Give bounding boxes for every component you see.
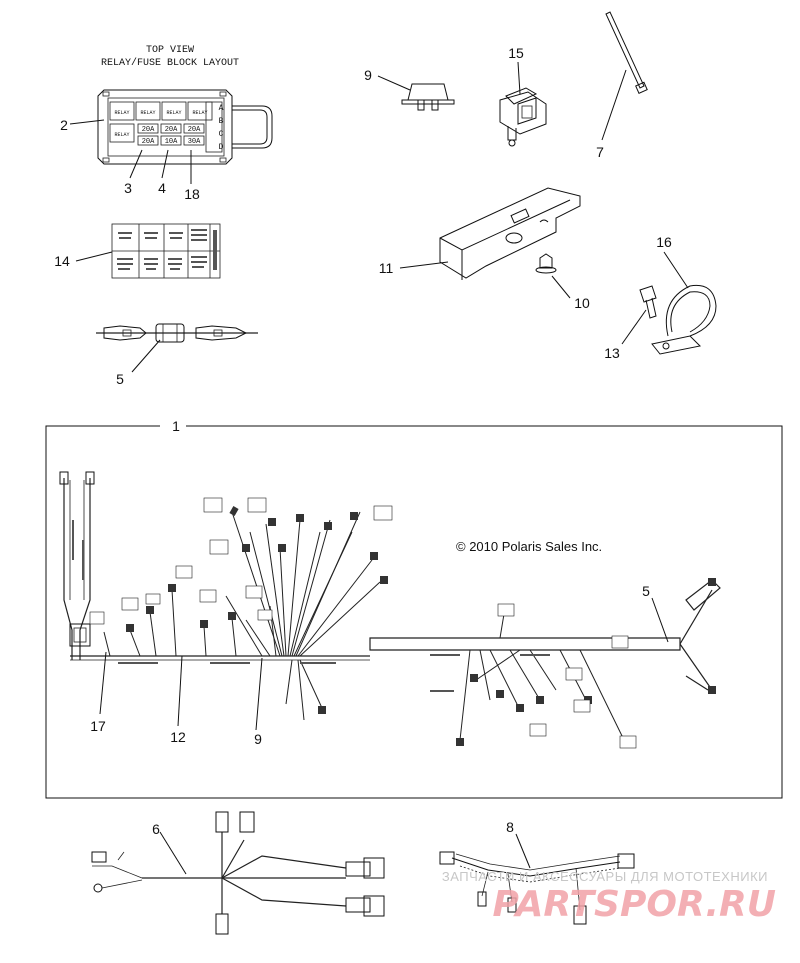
fuse-rating: 10A (165, 138, 178, 146)
callout-2: 2 (60, 117, 68, 133)
main-harness (59, 471, 721, 749)
relay-label: RELAY (192, 110, 207, 116)
relay-label: RELAY (114, 132, 129, 138)
fuse-rating: 20A (142, 138, 155, 146)
hose-clamp (651, 284, 717, 355)
callout-7: 7 (596, 144, 604, 160)
callout-1: 1 (172, 418, 180, 434)
callout-5: 5 (642, 583, 650, 599)
callout-4: 4 (158, 180, 166, 196)
callout-13: 13 (604, 345, 620, 361)
fuse-label-decal (111, 223, 221, 279)
relay-fuse-block-title: TOP VIEW RELAY/FUSE BLOCK LAYOUT (101, 45, 239, 69)
callout-8: 8 (506, 819, 514, 835)
callout-14: 14 (54, 253, 70, 269)
callout-11: 11 (379, 260, 394, 276)
callout-labels: 1 2 3 4 5 5 6 7 8 9 9 10 11 12 13 14 15 … (54, 45, 672, 837)
relay-label: RELAY (166, 110, 181, 116)
callout-15: 15 (508, 45, 524, 61)
fuse-block-title-line2: RELAY/FUSE BLOCK LAYOUT (101, 57, 239, 69)
cable-tie (605, 11, 648, 94)
watermark-logo: PARTSPOR.RU (492, 884, 776, 925)
row-letter: C (219, 130, 224, 139)
callout-3: 3 (124, 180, 132, 196)
callout-17: 17 (90, 718, 106, 734)
relay-label: RELAY (114, 110, 129, 116)
callout-18: 18 (184, 186, 200, 202)
flange-bolt (639, 285, 657, 319)
watermark-tagline: ЗАПЧАСТИ И АКСЕССУАРЫ ДЛЯ МОТОТЕХНИКИ (442, 869, 768, 884)
fuse-rating: 30A (188, 138, 201, 146)
fuse-block-title-line1: TOP VIEW (146, 45, 194, 56)
callout-10: 10 (574, 295, 590, 311)
callout-9: 9 (364, 67, 372, 83)
watermark: ЗАПЧАСТИ И АКСЕССУАРЫ ДЛЯ МОТОТЕХНИКИ PA… (442, 869, 776, 925)
push-rivet (535, 253, 557, 274)
mounting-bracket (439, 187, 581, 280)
callout-5: 5 (116, 371, 124, 387)
connector-part (499, 87, 547, 147)
copyright-notice: © 2010 Polaris Sales Inc. (456, 539, 602, 554)
relay-fuse-block: RELAY RELAY RELAY RELAY RELAY 20A 20A 20… (97, 89, 273, 165)
callout-16: 16 (656, 234, 672, 250)
accessory-harness (439, 851, 635, 925)
engine-harness (91, 811, 385, 935)
diode-part (401, 83, 455, 111)
fuse-rating: 20A (142, 126, 155, 134)
callout-6: 6 (152, 821, 160, 837)
row-letter: A (219, 104, 224, 113)
relay-label: RELAY (140, 110, 155, 116)
jumper-harness (96, 323, 258, 343)
row-letter: D (219, 143, 224, 152)
callout-12: 12 (170, 729, 186, 745)
row-letter: B (219, 117, 224, 126)
callout-9: 9 (254, 731, 262, 747)
fuse-rating: 20A (188, 126, 201, 134)
fuse-rating: 20A (165, 126, 178, 134)
